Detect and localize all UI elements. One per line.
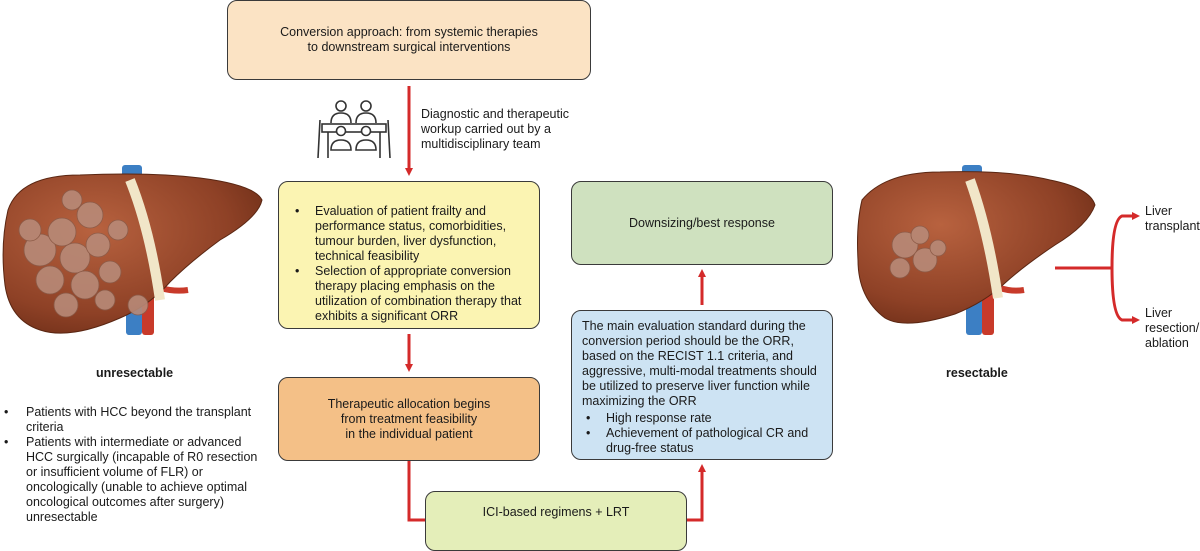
ici-label: ICI-based regimens + LRT bbox=[482, 504, 630, 519]
criteria-item: Patients with intermediate or advanced H… bbox=[0, 435, 258, 525]
evaluation-item: Evaluation of patient frailty and perfor… bbox=[291, 204, 529, 264]
conversion-approach-box: Conversion approach: from systemic thera… bbox=[227, 0, 591, 80]
outcome-liver-resection: Liver resection/ ablation bbox=[1145, 306, 1199, 351]
outcome-transplant-line2: transplant bbox=[1145, 219, 1200, 233]
flow-arrows bbox=[405, 86, 1140, 522]
team-caption-line1: Diagnostic and therapeutic bbox=[421, 107, 570, 121]
unresectable-label: unresectable bbox=[96, 366, 174, 380]
top-box-line1: Conversion approach: from systemic thera… bbox=[280, 25, 538, 39]
evaluation-standard-text: The main evaluation standard during the … bbox=[582, 319, 817, 408]
arrow-to-resection bbox=[1110, 267, 1140, 324]
arrow-to-transplant bbox=[1110, 212, 1140, 269]
evaluation-standard-item: Achievement of pathological CR and drug-… bbox=[582, 426, 822, 456]
top-box-line2: to downstream surgical interventions bbox=[307, 40, 511, 54]
multidisciplinary-team-icon bbox=[317, 100, 391, 159]
diagram-graphics bbox=[2, 86, 1140, 522]
team-caption-line2: workup carried out by a bbox=[421, 122, 551, 136]
evaluation-standard-item: High response rate bbox=[582, 411, 822, 426]
allocation-line2: from treatment feasibility bbox=[340, 411, 478, 426]
outcome-resection-line2: resection/ bbox=[1145, 321, 1200, 335]
liver-resectable-illustration bbox=[857, 165, 1096, 335]
arrow-ici-to-main bbox=[687, 464, 706, 522]
evaluation-standard-box: The main evaluation standard during the … bbox=[571, 310, 833, 460]
resectable-label: resectable bbox=[946, 366, 1008, 380]
outcome-resection-line1: Liver bbox=[1145, 306, 1173, 320]
arrow-allocation-to-ici bbox=[407, 461, 428, 522]
allocation-line3: in the individual patient bbox=[345, 426, 473, 441]
criteria-item: Patients with HCC beyond the transplant … bbox=[0, 405, 258, 435]
outcome-liver-transplant: Liver transplant bbox=[1145, 204, 1200, 234]
liver-unresectable-illustration bbox=[2, 165, 263, 335]
ici-regimens-box: ICI-based regimens + LRT bbox=[425, 491, 687, 551]
outcome-transplant-line1: Liver bbox=[1145, 204, 1173, 218]
evaluation-item: Selection of appropriate conversion ther… bbox=[291, 264, 529, 324]
allocation-line1: Therapeutic allocation begins bbox=[327, 396, 491, 411]
downsizing-box: Downsizing/best response bbox=[571, 181, 833, 265]
team-caption: Diagnostic and therapeutic workup carrie… bbox=[421, 107, 596, 152]
unresectable-criteria-list: Patients with HCC beyond the transplant … bbox=[0, 405, 258, 525]
evaluation-box: Evaluation of patient frailty and perfor… bbox=[278, 181, 540, 329]
allocation-box: Therapeutic allocation begins from treat… bbox=[278, 377, 540, 461]
downsizing-label: Downsizing/best response bbox=[629, 215, 775, 230]
outcome-resection-line3: ablation bbox=[1145, 336, 1189, 350]
team-caption-line3: multidisciplinary team bbox=[421, 137, 541, 151]
